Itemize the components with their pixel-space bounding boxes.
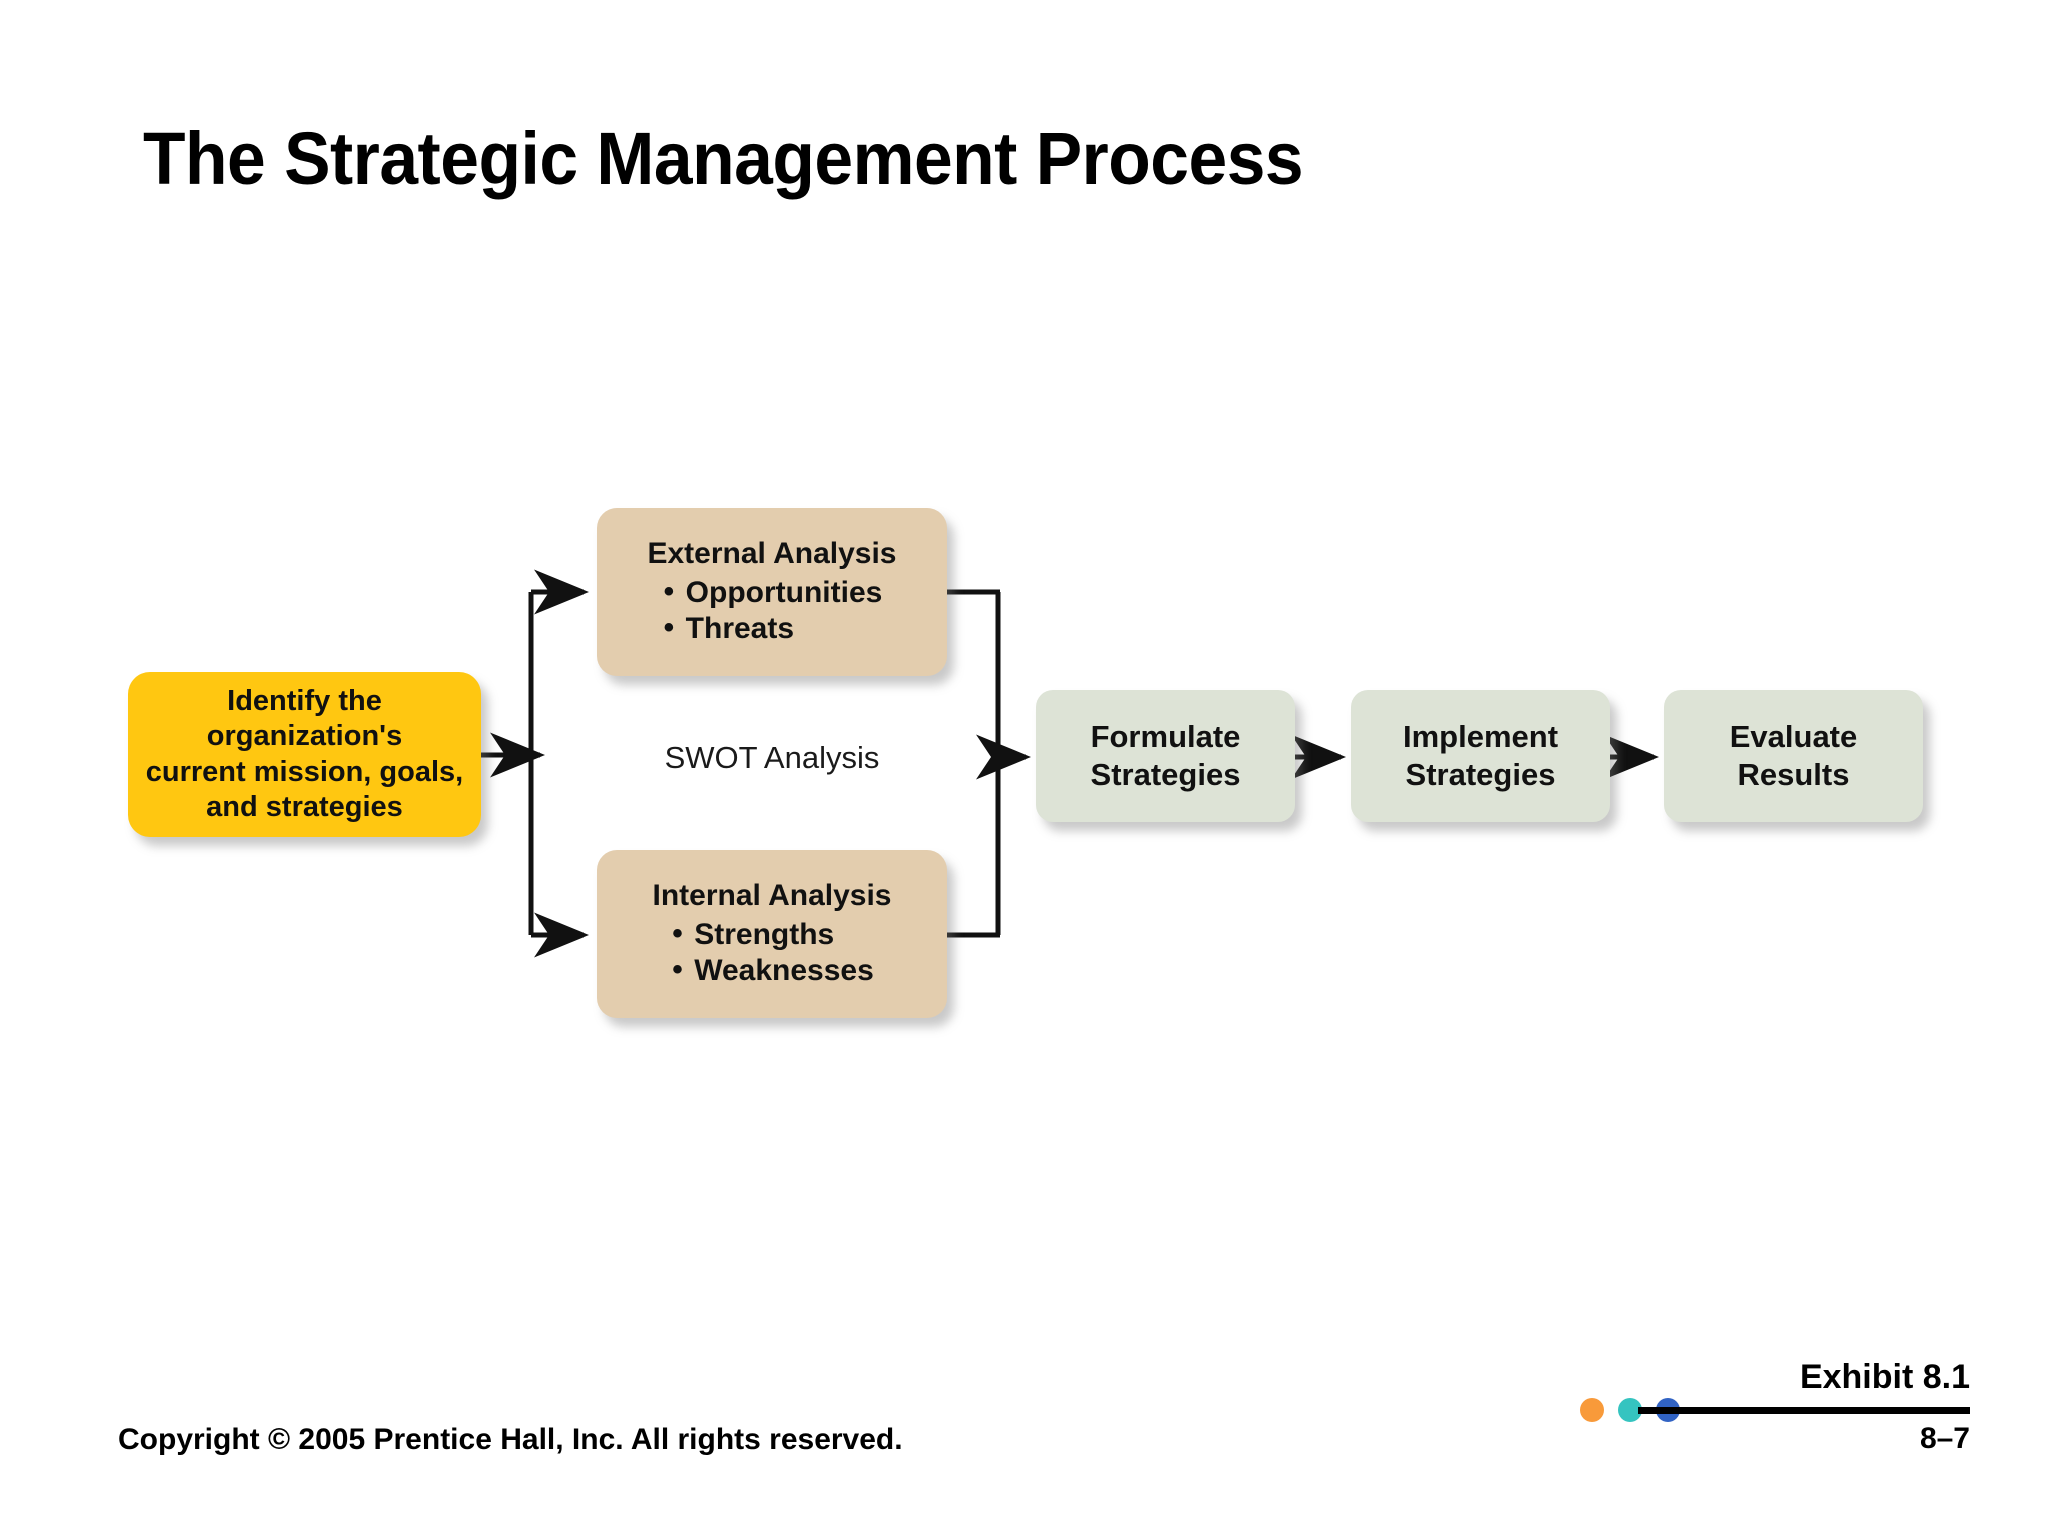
decorative-dot-orange-icon bbox=[1580, 1398, 1604, 1422]
page-number: 8–7 bbox=[1919, 1422, 1970, 1455]
exhibit-divider-rule bbox=[1638, 1407, 1970, 1414]
list-item: Strengths bbox=[670, 916, 874, 954]
list-item: Opportunities bbox=[662, 574, 883, 612]
node-external-analysis-heading: External Analysis bbox=[647, 537, 897, 571]
node-external-analysis[interactable]: External Analysis Opportunities Threats bbox=[597, 508, 947, 676]
copyright-notice: Copyright © 2005 Prentice Hall, Inc. All… bbox=[118, 1423, 903, 1456]
node-external-analysis-list: Opportunities Threats bbox=[662, 574, 883, 648]
node-internal-analysis-heading: Internal Analysis bbox=[652, 879, 892, 913]
node-internal-analysis[interactable]: Internal Analysis Strengths Weaknesses bbox=[597, 850, 947, 1018]
exhibit-label: Exhibit 8.1 bbox=[1799, 1358, 1970, 1396]
list-item: Threats bbox=[662, 610, 883, 648]
node-internal-analysis-list: Strengths Weaknesses bbox=[670, 916, 874, 990]
page-title: The Strategic Management Process bbox=[143, 117, 1304, 200]
swot-analysis-label: SWOT Analysis bbox=[664, 740, 880, 775]
list-item: Weaknesses bbox=[670, 952, 874, 990]
exhibit-block: Exhibit 8.1 8–7 bbox=[1580, 1358, 1970, 1488]
